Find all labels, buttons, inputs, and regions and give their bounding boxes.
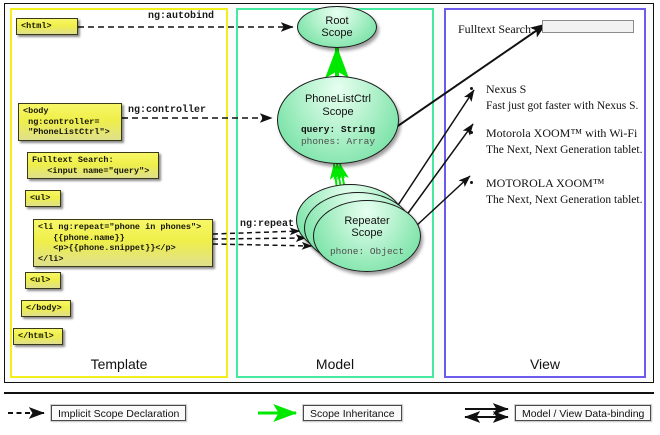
legend-label-model-view-data-binding: Model / View Data-binding: [513, 404, 653, 422]
scope-root: Root Scope: [297, 6, 377, 48]
bullet-icon: [470, 131, 473, 134]
legend-label-implicit-scope-declaration: Implicit Scope Declaration: [49, 404, 188, 422]
list-item-snippet: Fast just got faster with Nexus S.: [486, 100, 639, 112]
edge-label-ng-repeat: ng:repeat: [240, 219, 295, 230]
scope-root-title-2: Scope: [321, 27, 353, 39]
scope-prop-phones: phones: Array: [300, 135, 376, 147]
scope-phonelistctrl-title-1: PhoneListCtrl: [304, 93, 372, 105]
scope-repeater-title-1: Repeater: [344, 214, 390, 227]
code-box-ul-open: <ul>: [25, 190, 61, 207]
list-item-snippet: The Next, Next Generation tablet.: [486, 144, 643, 156]
scope-repeater-title-2: Scope: [351, 227, 383, 240]
legend-label-scope-inheritance: Scope Inheritance: [302, 404, 403, 422]
code-box-fulltext-search: Fulltext Search: <input name="query">: [27, 152, 159, 179]
scope-prop-query: query: String: [300, 124, 376, 135]
code-box-li-repeat: <li ng:repeat="phone in phones"> {{phone…: [33, 219, 213, 267]
panel-title-view: View: [529, 356, 561, 372]
bullet-icon: [470, 87, 473, 90]
panel-title-model: Model: [315, 356, 355, 372]
code-box-body-close: </body>: [21, 300, 71, 317]
view-search-label: Fulltext Search:: [458, 22, 535, 36]
scope-prop-phone: phone: Object: [329, 245, 405, 257]
code-box-ul-close: <ul>: [25, 272, 61, 289]
list-item-name: MOTOROLA XOOM™: [486, 176, 605, 190]
scope-repeater: Repeater Scope phone: Object: [313, 200, 421, 272]
edge-label-ng-controller: ng:controller: [128, 105, 207, 116]
scope-repeater-props: phone: Object: [330, 246, 404, 258]
list-item-name: Nexus S: [486, 82, 527, 96]
bullet-icon: [470, 181, 473, 184]
view-content: Fulltext Search: Nexus S Fast just got f…: [444, 8, 646, 378]
panel-title-template: Template: [90, 356, 148, 372]
scope-root-title-1: Root: [325, 14, 349, 27]
edge-label-ng-autobind: ng:autobind: [148, 11, 215, 22]
fulltext-search-input[interactable]: [542, 20, 634, 33]
scope-phonelistctrl-props: query: String phones: Array: [301, 124, 375, 147]
code-box-html-close: </html>: [13, 328, 63, 345]
legend-divider: [4, 392, 654, 394]
scope-phonelistctrl: PhoneListCtrl Scope query: String phones…: [277, 76, 399, 164]
list-item-name: Motorola XOOM™ with Wi-Fi: [486, 126, 638, 140]
legend: Implicit Scope Declaration Scope Inherit…: [0, 392, 660, 435]
code-box-body-open: <body ng:controller= "PhoneListCtrl">: [18, 103, 122, 141]
code-box-html-open: <html>: [16, 18, 78, 35]
list-item-snippet: The Next, Next Generation tablet.: [486, 194, 643, 206]
scope-phonelistctrl-title-2: Scope: [322, 105, 354, 118]
